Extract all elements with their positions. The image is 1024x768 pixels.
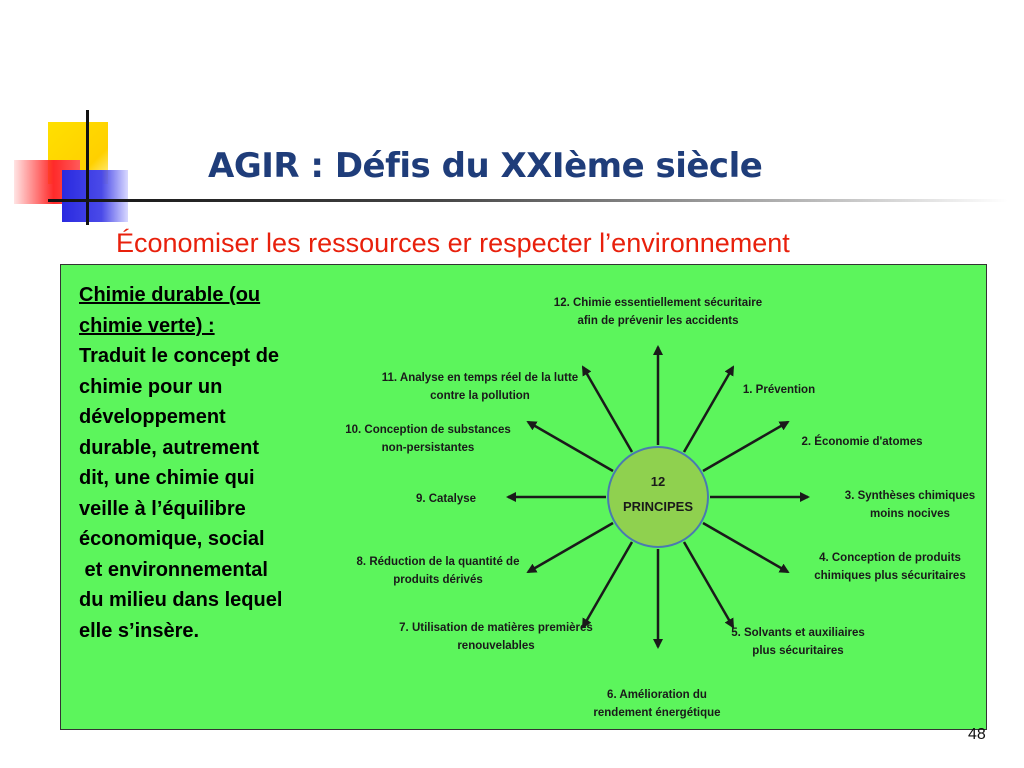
principle-label: 3. Synthèses chimiques [845,490,975,502]
page-number: 48 [968,726,986,743]
principle-label: 7. Utilisation de matières premières [399,622,593,634]
principle-label: renouvelables [457,640,534,652]
definition-heading-line: chimie verte) : [79,314,215,337]
principle-arrow [682,365,735,453]
definition-body-line: développement [79,406,226,428]
principle-label: non-persistantes [382,442,475,454]
principle-label: 5. Solvants et auxiliaires [731,627,865,639]
principle-label: 9. Catalyse [416,493,476,505]
definition-body-line: du milieu dans lequel [79,589,283,611]
principle-arrow [526,420,614,473]
definition-body-line: elle s’insère. [79,619,200,642]
principle-arrow [702,521,790,574]
title-underline [48,199,1008,202]
arrows-group [506,345,810,649]
principle-label: plus sécuritaires [752,645,843,657]
definition-body-line: Traduit le concept de [79,345,280,367]
center-label-line: PRINCIPES [623,499,693,514]
principle-label: 8. Réduction de la quantité de [357,556,520,568]
logo-vertical-line [86,110,89,225]
logo-blue-square [62,170,128,222]
definition-body-line: durable, autrement [79,436,260,459]
slide-title: AGIR : Défis du XXIème siècle [208,146,763,186]
principle-label: afin de prévenir les accidents [577,315,738,327]
definition-body-line: et environnemental [79,558,268,581]
principle-label: moins nocives [870,508,950,520]
definition-body-line: chimie pour un [79,375,223,398]
definition-body-line: économique, social [79,528,265,550]
principle-label: 11. Analyse en temps réel de la lutte [382,372,578,384]
principle-label: 12. Chimie essentiellement sécuritaire [554,297,762,309]
principle-label: 4. Conception de produits [819,552,961,564]
principle-arrow [581,365,634,453]
center-label-line: 12 [651,474,665,489]
principle-label: rendement énergétique [593,707,720,719]
definition-body-line: veille à l’équilibre [79,497,246,520]
definition-heading-line: Chimie durable (ou [79,284,261,306]
principle-label: 6. Amélioration du [607,689,707,701]
principle-arrow [526,521,614,574]
principle-arrow [682,541,735,629]
principle-label: 2. Économie d'atomes [802,435,923,448]
definition-text: Chimie durable (ou chimie verte) : Tradu… [79,280,347,646]
labels-group: 12. Chimie essentiellement sécuritaire af… [345,297,975,719]
slide-subtitle: Économiser les ressources er respecter l… [116,228,790,258]
principle-label: chimiques plus sécuritaires [814,570,965,582]
principle-arrow [581,541,634,629]
principle-label: produits dérivés [393,574,482,586]
principle-arrow [702,420,790,473]
principle-label: 10. Conception de substances [345,424,511,436]
definition-body-line: dit, une chimie qui [79,467,255,489]
principle-label: contre la pollution [430,390,530,402]
principle-label: 1. Prévention [743,384,815,396]
center-circle [607,446,709,548]
